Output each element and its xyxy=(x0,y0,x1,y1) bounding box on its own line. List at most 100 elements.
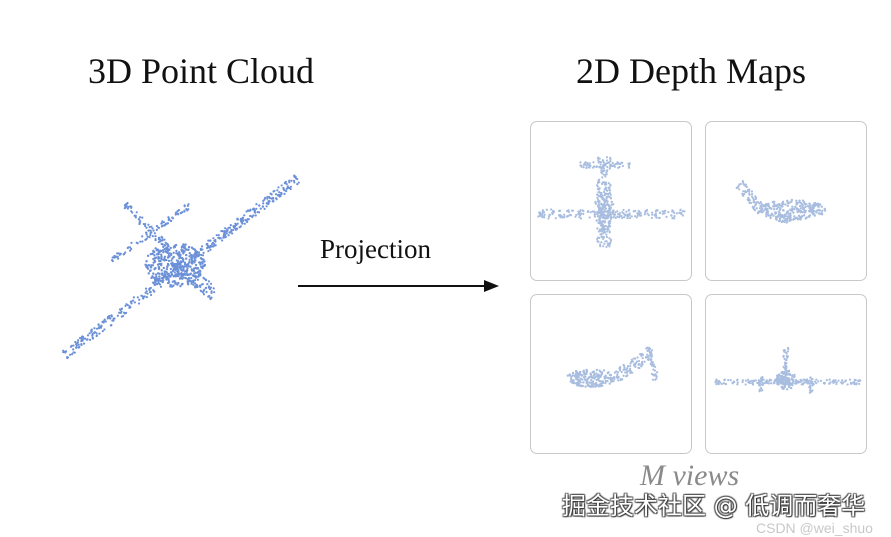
point xyxy=(153,282,156,285)
point xyxy=(171,257,174,260)
point xyxy=(148,287,151,290)
point xyxy=(799,210,802,214)
point xyxy=(599,243,602,246)
point xyxy=(801,199,805,202)
point xyxy=(159,240,162,243)
point xyxy=(150,264,153,267)
point xyxy=(805,379,808,383)
point xyxy=(715,383,718,386)
point xyxy=(636,214,639,218)
point xyxy=(179,253,182,257)
point xyxy=(277,186,280,189)
point xyxy=(602,173,605,176)
point xyxy=(223,229,227,233)
point xyxy=(788,372,791,376)
point xyxy=(777,373,781,376)
point xyxy=(774,211,778,214)
point xyxy=(611,210,614,213)
point xyxy=(617,375,620,379)
point xyxy=(769,206,772,210)
point xyxy=(130,300,133,303)
point xyxy=(621,211,624,214)
point xyxy=(579,217,583,220)
point xyxy=(607,204,611,208)
point xyxy=(808,386,811,389)
point xyxy=(88,338,92,341)
point xyxy=(77,343,80,346)
point xyxy=(84,337,87,340)
point xyxy=(154,238,157,242)
point xyxy=(192,247,195,251)
point xyxy=(187,245,191,249)
point xyxy=(170,259,173,262)
point xyxy=(648,354,651,357)
point xyxy=(180,271,183,275)
point xyxy=(152,250,155,253)
point xyxy=(141,235,144,238)
point xyxy=(172,255,175,259)
point xyxy=(596,237,599,241)
point xyxy=(595,165,598,168)
point xyxy=(598,160,601,164)
point xyxy=(145,295,149,299)
point xyxy=(597,194,601,198)
point xyxy=(815,378,818,381)
point xyxy=(835,382,838,386)
point xyxy=(188,255,191,258)
point xyxy=(616,371,619,374)
point xyxy=(647,214,650,217)
point xyxy=(618,367,622,370)
point xyxy=(194,285,197,288)
point xyxy=(783,381,786,384)
point xyxy=(127,246,130,249)
point xyxy=(681,214,685,217)
point xyxy=(745,190,749,193)
point xyxy=(259,207,262,210)
point xyxy=(605,203,608,206)
point xyxy=(199,285,202,288)
point xyxy=(101,329,104,333)
point xyxy=(98,332,101,335)
point xyxy=(188,273,191,276)
point xyxy=(598,236,601,240)
point xyxy=(163,256,166,259)
point xyxy=(780,382,783,385)
point xyxy=(736,379,739,382)
point xyxy=(193,275,196,278)
point xyxy=(138,298,141,301)
point xyxy=(608,237,611,240)
point xyxy=(171,216,174,219)
point xyxy=(786,346,790,350)
point xyxy=(653,214,657,217)
point xyxy=(254,214,257,217)
point xyxy=(858,382,861,385)
juejin-watermark: 掘金技术社区 @ 低调而奢华 xyxy=(562,492,866,520)
point xyxy=(144,238,147,241)
point xyxy=(628,162,631,165)
point xyxy=(628,166,631,169)
point xyxy=(760,383,764,386)
point xyxy=(625,370,629,373)
point xyxy=(198,269,202,273)
point xyxy=(634,357,637,360)
point xyxy=(142,222,145,226)
point xyxy=(581,384,585,388)
point xyxy=(767,204,771,208)
point xyxy=(797,209,801,212)
point xyxy=(673,214,676,218)
point xyxy=(808,391,811,394)
point xyxy=(244,219,247,222)
point xyxy=(799,216,803,220)
point xyxy=(156,272,160,275)
point xyxy=(196,285,199,289)
point xyxy=(616,215,619,218)
point xyxy=(758,202,761,205)
point xyxy=(606,216,609,220)
point xyxy=(271,200,274,203)
m-views-label: M views xyxy=(640,459,740,492)
point xyxy=(582,369,585,373)
point xyxy=(587,209,590,213)
point xyxy=(161,249,165,252)
point xyxy=(275,198,278,201)
point xyxy=(201,258,204,261)
